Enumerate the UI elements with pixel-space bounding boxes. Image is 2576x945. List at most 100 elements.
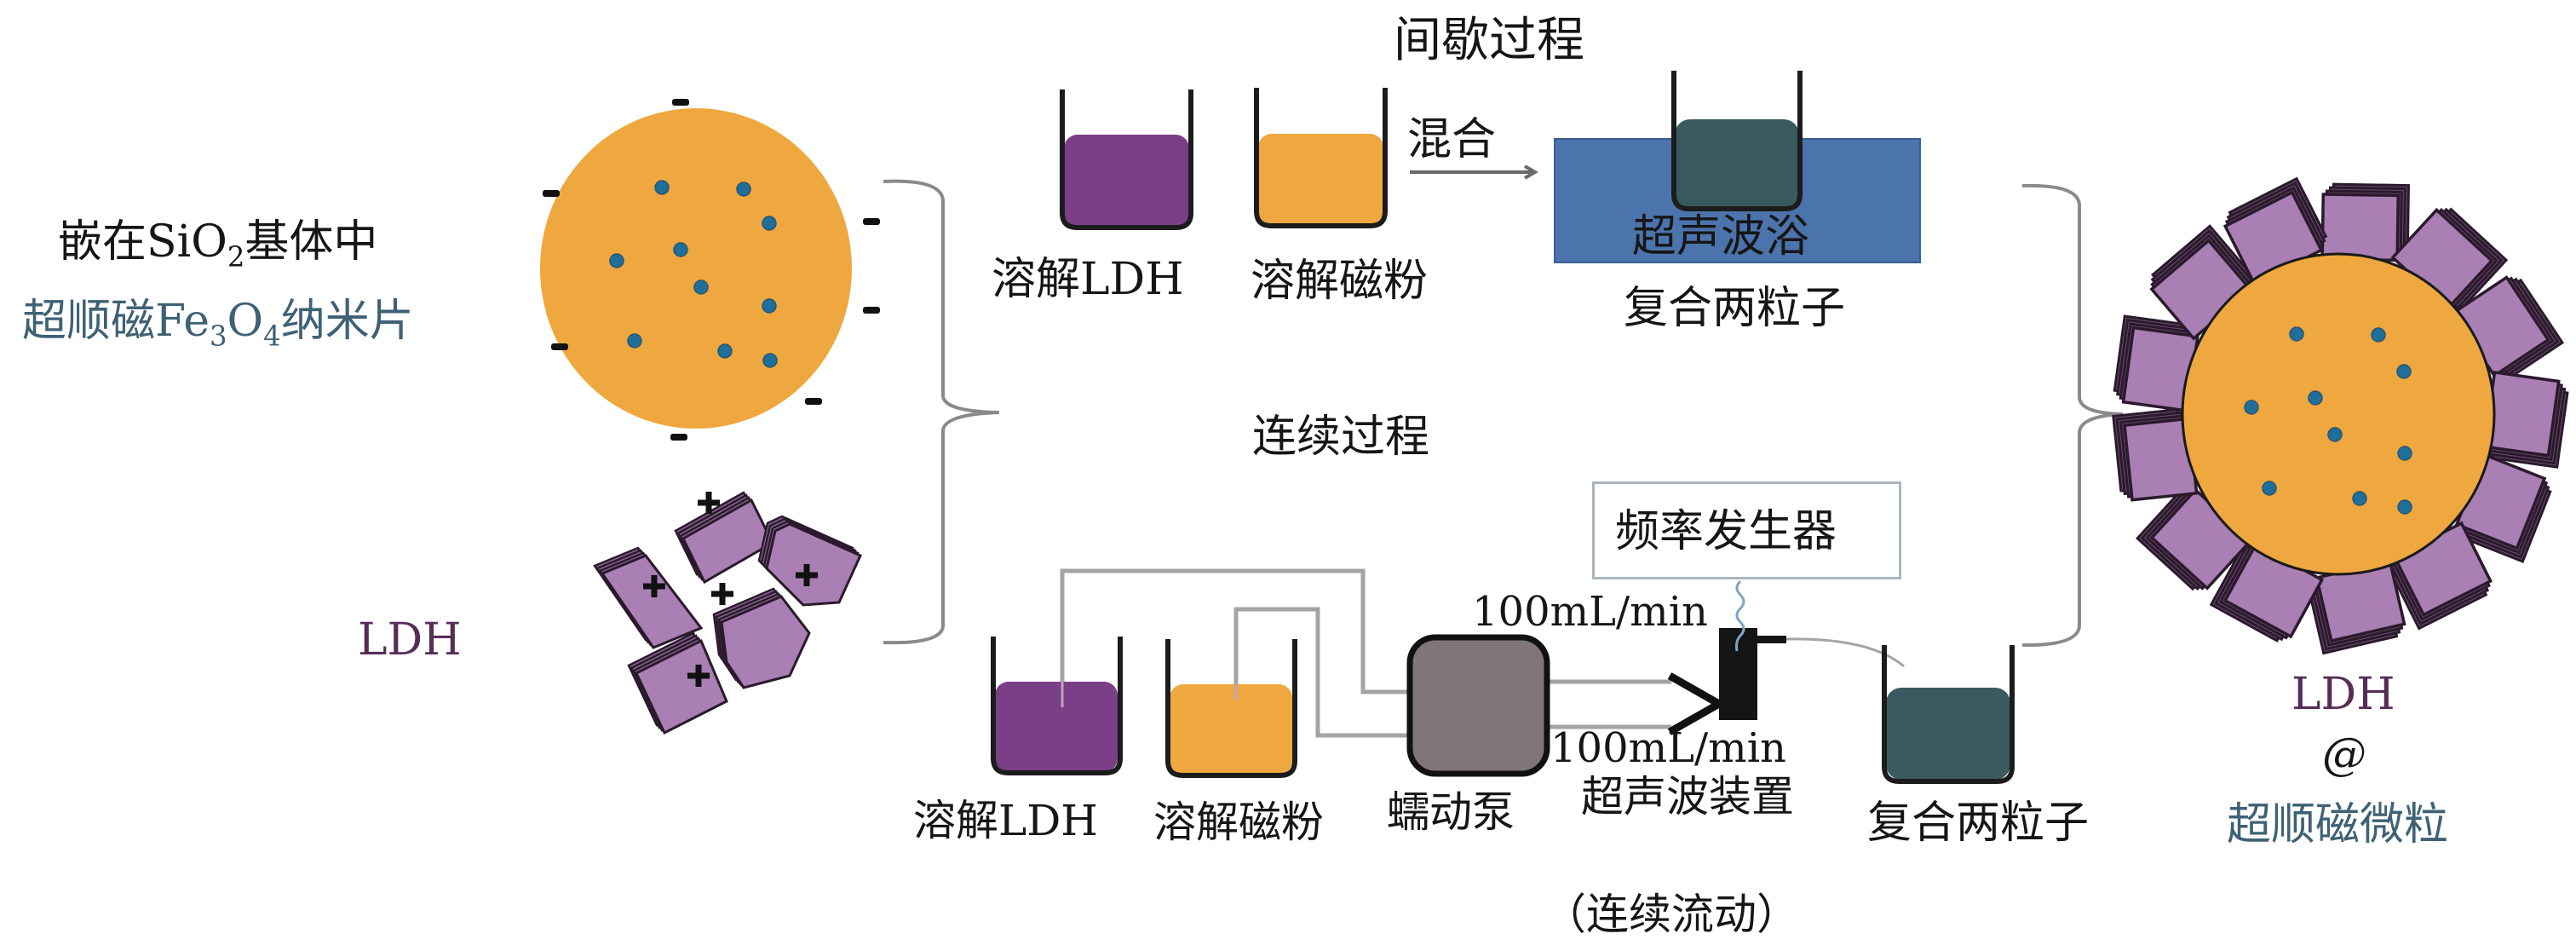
fe3o4-dot: [762, 216, 777, 231]
minus-sign-icon: [543, 190, 560, 197]
minus-sign-icon: [863, 218, 880, 225]
ldh-platelet-shell: [2112, 176, 2569, 655]
ldh-platelet: [600, 554, 704, 649]
continuous-process-title: 连续过程: [1252, 412, 1430, 463]
negative-charges: [543, 99, 880, 441]
ldh-platelet-stack: [627, 631, 728, 735]
fe3o4-dot: [736, 182, 751, 197]
composite-solution: [1675, 119, 1799, 209]
tube-outlet: [1785, 637, 1905, 668]
fe3o4-dot: [2262, 481, 2277, 496]
fe3o4-dot: [654, 180, 670, 195]
batch-magnetic-label: 溶解磁粉: [1251, 256, 1429, 307]
generator-cable: [1735, 579, 1745, 652]
fe3o4-dot: [717, 343, 733, 359]
flow-rate-top: 100mL/min: [1472, 588, 1708, 636]
sio2-core-particle: [540, 99, 880, 441]
ldh-platelet-stack: [2307, 559, 2406, 655]
minus-sign-icon: [672, 99, 689, 106]
cont-beaker-ldh: [991, 637, 1123, 775]
fe3o4-label-sub2: 4: [263, 320, 281, 353]
plus-sign-icon: [711, 583, 733, 605]
plus-sign-icon: [687, 665, 710, 687]
ldh-platelet-stack: [674, 491, 774, 585]
fe3o4-dot: [673, 242, 688, 257]
ldh-platelet: [765, 522, 862, 607]
fe3o4-dot: [2397, 446, 2412, 461]
tube-ldh: [1060, 568, 1410, 707]
ldh-platelet: [2320, 193, 2401, 262]
mix-arrow: [1410, 164, 1538, 180]
fe3o4-nanodots: [2244, 326, 2412, 515]
brace-left: [883, 179, 1000, 645]
frequency-generator-label: 频率发生器: [1615, 506, 1837, 557]
product-label-superparamagnetic: 超顺磁微粒: [2227, 799, 2449, 850]
flow-rate-bottom: 100mL/min: [1550, 724, 1786, 772]
brace-right: [2021, 183, 2124, 648]
sio2-matrix-label: 嵌在SiO2基体中: [58, 220, 377, 270]
ultrasonic-nozzle: [1757, 636, 1786, 643]
beaker-outline: [1882, 645, 2015, 784]
continuous-magnetic-label: 溶解磁粉: [1153, 798, 1324, 847]
ultrasonic-device-label: 超声波装置: [1581, 772, 1794, 821]
batch-process-title: 间歇过程: [1394, 13, 1584, 68]
ultrasonic-device: [1719, 628, 1757, 720]
batch-beaker-magnetic: [1254, 88, 1388, 228]
fe3o4-label-sub1: 3: [210, 320, 227, 353]
batch-result-label: 复合两粒子: [1624, 283, 1846, 334]
magnetic-core: [2181, 252, 2496, 576]
ultrasonic-bath: [1554, 71, 1921, 263]
ldh-platelet-stack: [2136, 487, 2253, 591]
ldh-coated-particle: [2112, 176, 2569, 655]
product-label-ldh: LDH: [2291, 669, 2395, 720]
magnetic-solution: [1170, 684, 1292, 775]
fe3o4-label-suffix: 纳米片: [280, 296, 414, 347]
minus-sign-icon: [551, 343, 568, 350]
minus-sign-icon: [805, 398, 822, 405]
batch-beaker-ldh: [1060, 89, 1193, 230]
plus-sign-icon: [643, 575, 665, 597]
fe3o4-dot: [2396, 364, 2412, 379]
beaker-outline: [1165, 639, 1297, 778]
frequency-generator: [1592, 481, 1901, 579]
ldh-platelet-stack: [2149, 224, 2254, 341]
ldh-platelet-stack: [2482, 370, 2569, 469]
fe3o4-dot: [609, 253, 624, 268]
fe3o4-label-prefix: 超顺磁Fe: [22, 296, 210, 347]
ldh-platelet: [635, 638, 728, 735]
magnetic-solution: [1258, 134, 1383, 226]
ldh-solution: [995, 682, 1118, 772]
beaker-outline: [1254, 88, 1388, 228]
ldh-platelet-stack: [712, 587, 811, 689]
ldh-platelet: [720, 595, 811, 689]
fe3o4-nanodots: [609, 180, 778, 368]
batch-ldh-label: 溶解LDH: [992, 254, 1184, 305]
fe3o4-dot: [762, 353, 778, 368]
ultrasonic-bath-label: 超声波浴: [1632, 211, 1810, 262]
fe3o4-dot: [693, 279, 709, 295]
fe3o4-dot: [2327, 427, 2343, 442]
cont-beaker-magnetic: [1165, 639, 1297, 778]
beaker-outline: [1671, 71, 1803, 211]
fe3o4-dot: [2371, 327, 2386, 343]
minus-sign-icon: [863, 307, 880, 314]
sio2-label-prefix: 嵌在SiO: [58, 216, 227, 268]
minus-sign-icon: [670, 434, 687, 441]
ldh-solution: [1064, 135, 1189, 227]
fe3o4-dot: [2397, 499, 2412, 515]
plus-sign-icon: [698, 492, 720, 514]
fe3o4-dot: [627, 333, 642, 349]
ldh-platelet-stack: [2390, 207, 2509, 311]
fe3o4-dot: [2289, 326, 2304, 342]
fe3o4-dot: [2352, 491, 2367, 506]
ldh-platelet-stack: [757, 515, 862, 607]
sio2-label-subscript: 2: [227, 240, 245, 274]
feed-tubes: [1060, 568, 1905, 738]
fe3o4-dot: [2244, 400, 2259, 415]
fe3o4-nanosheet-label: 超顺磁Fe3O4纳米片: [22, 299, 414, 349]
beaker-outline: [1060, 89, 1193, 230]
continuous-ldh-label: 溶解LDH: [913, 796, 1098, 845]
ldh-platelet-stack: [2320, 182, 2411, 262]
